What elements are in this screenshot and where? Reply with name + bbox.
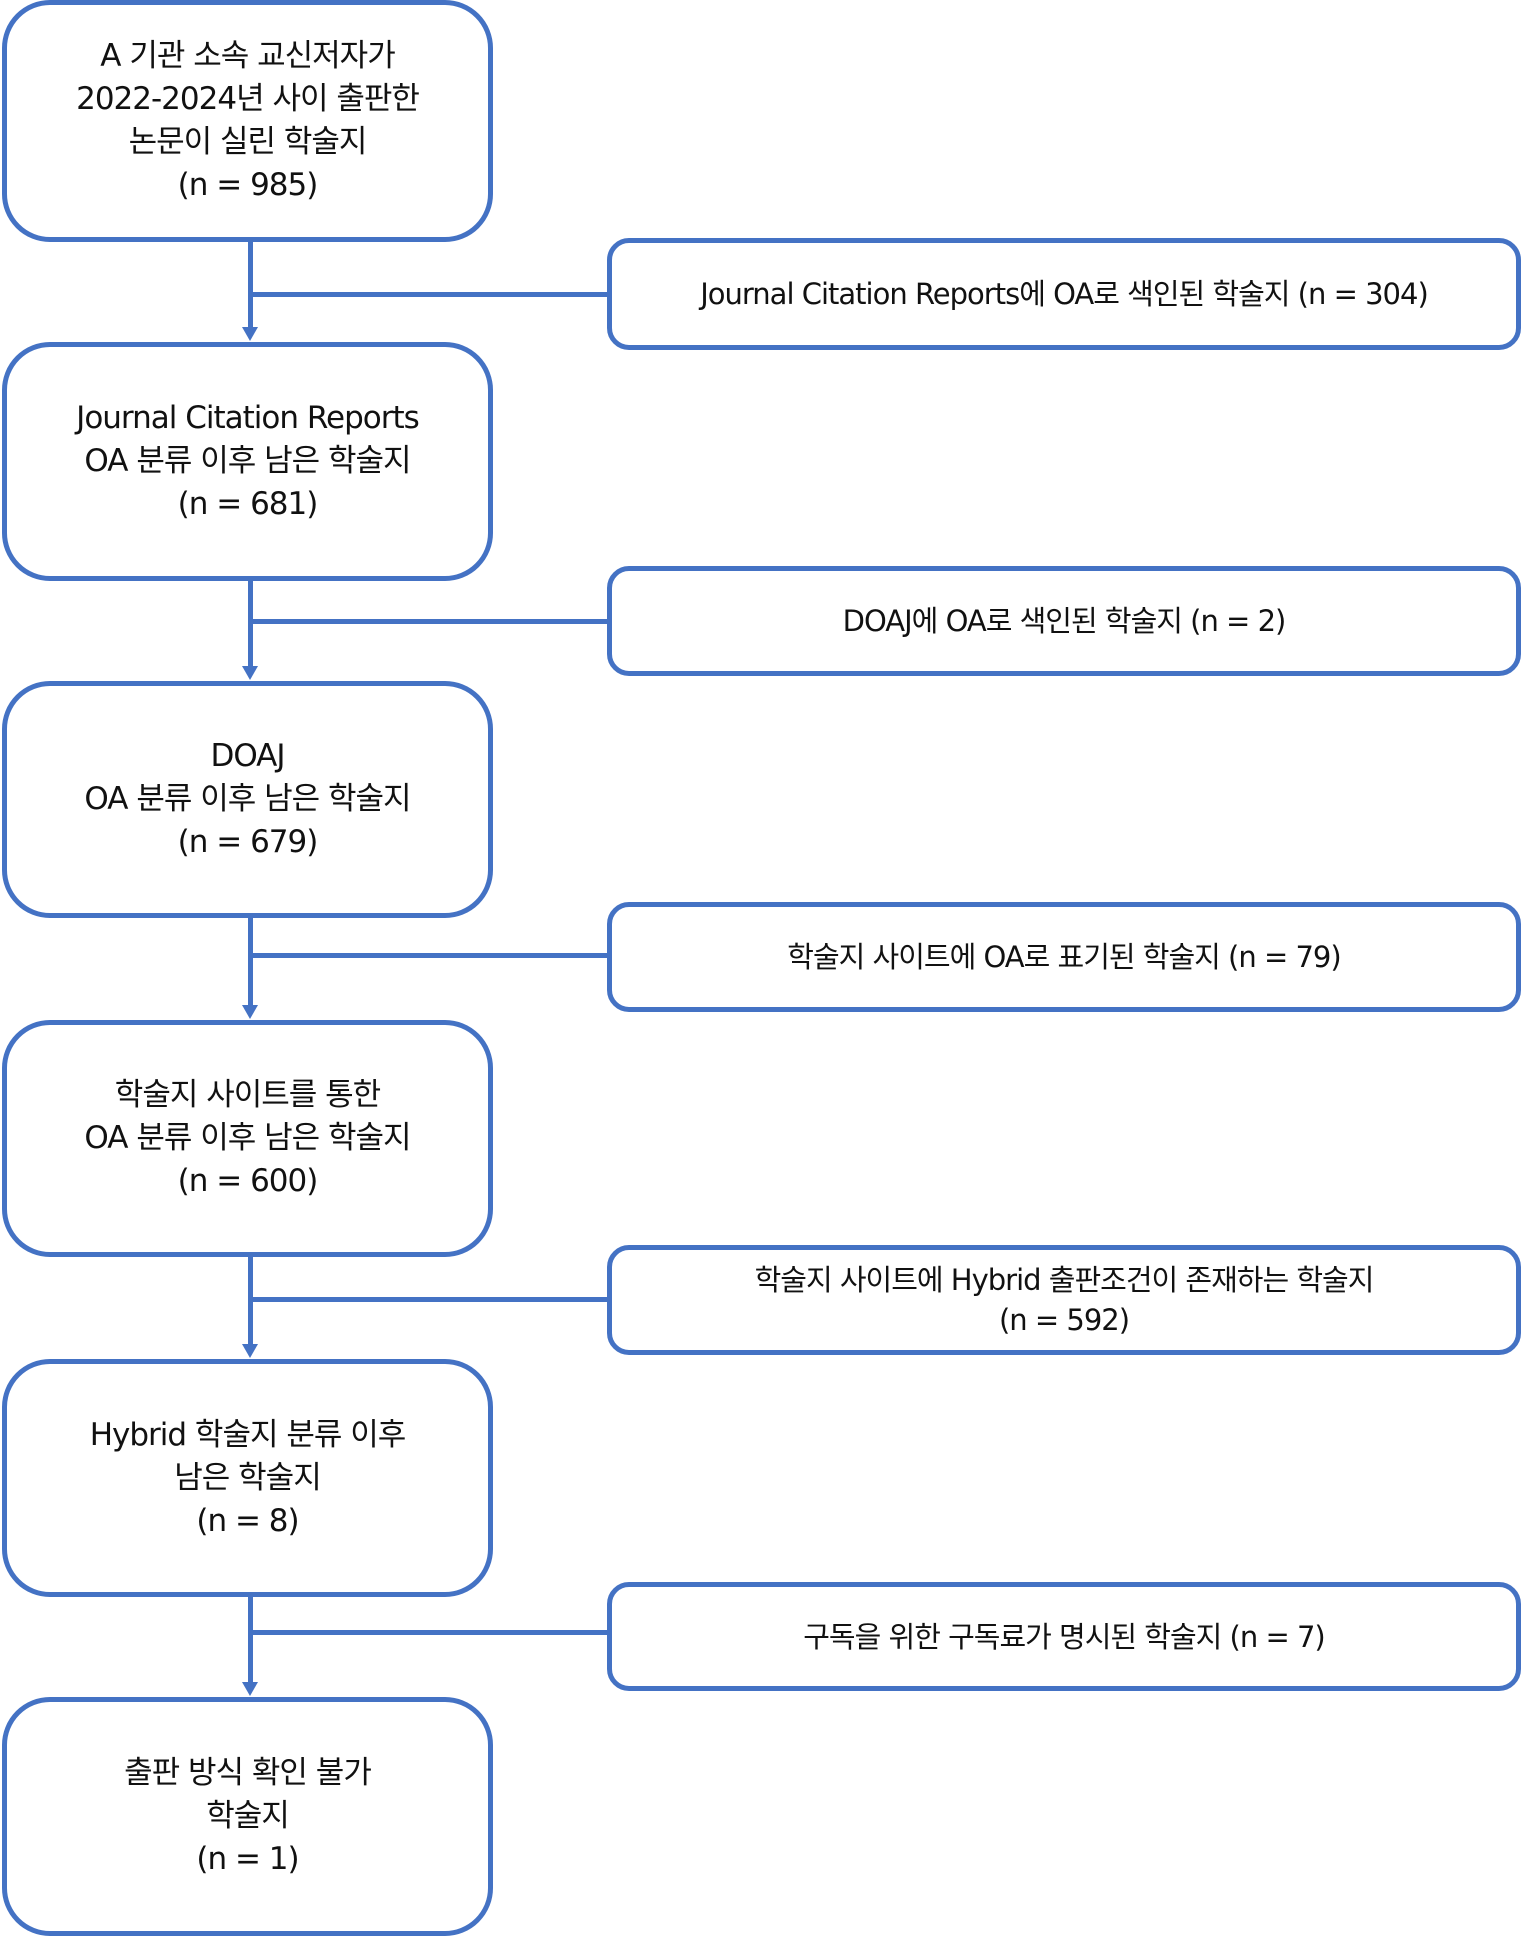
arrow-down-icon [242,1005,258,1019]
exclusion-text: DOAJ에 OA로 색인된 학술지 (n = 2) [842,604,1287,638]
step-text: Journal Citation Reports [76,400,420,436]
arrow-down-icon [242,327,258,341]
connector-vertical-3 [248,916,253,1006]
connector-horizontal-5 [248,1630,610,1635]
step-count: (n = 985) [177,167,319,203]
step-text: DOAJ [210,738,285,774]
connector-horizontal-4 [248,1297,610,1302]
connector-vertical-5 [248,1595,253,1683]
exclusion-text: 구독을 위한 구독료가 명시된 학술지 (n = 7) [803,1619,1325,1654]
step-text: 학술지 사이트를 통한 [114,1077,381,1113]
exclusion-box-jcr-oa: Journal Citation Reports에 OA로 색인된 학술지 (n… [607,238,1521,350]
arrow-down-icon [242,1344,258,1358]
step-count: (n = 679) [177,824,319,860]
step-box-after-hybrid: Hybrid 학술지 분류 이후 남은 학술지 (n = 8) [2,1359,493,1597]
step-box-after-jcr: Journal Citation Reports OA 분류 이후 남은 학술지… [2,342,493,581]
exclusion-text: 학술지 사이트에 Hybrid 출판조건이 존재하는 학술지 [754,1263,1375,1297]
exclusion-box-doaj-oa: DOAJ에 OA로 색인된 학술지 (n = 2) [607,566,1521,676]
step-count: (n = 600) [177,1163,319,1199]
step-text: Hybrid 학술지 분류 이후 [89,1416,407,1453]
exclusion-count: (n = 592) [998,1303,1130,1337]
step-box-after-doaj: DOAJ OA 분류 이후 남은 학술지 (n = 679) [2,681,493,918]
step-count: (n = 8) [196,1502,299,1539]
step-text: 2022-2024년 사이 출판한 [76,81,420,117]
arrow-down-icon [242,666,258,680]
arrow-down-icon [242,1682,258,1696]
step-text: 남은 학술지 [174,1459,321,1496]
step-text: 논문이 실린 학술지 [128,124,368,160]
step-count: (n = 681) [177,486,319,522]
exclusion-text: 학술지 사이트에 OA로 표기된 학술지 (n = 79) [787,940,1341,974]
exclusion-box-hybrid: 학술지 사이트에 Hybrid 출판조건이 존재하는 학술지 (n = 592) [607,1245,1521,1355]
exclusion-box-site-oa: 학술지 사이트에 OA로 표기된 학술지 (n = 79) [607,902,1521,1012]
step-text: 학술지 [206,1798,290,1834]
step-text: A 기관 소속 교신저자가 [100,38,395,74]
step-box-unidentified: 출판 방식 확인 불가 학술지 (n = 1) [2,1697,493,1936]
connector-horizontal-3 [248,953,610,958]
step-text: OA 분류 이후 남은 학술지 [84,781,411,817]
step-text: 출판 방식 확인 불가 [124,1755,372,1791]
step-box-initial-journals: A 기관 소속 교신저자가 2022-2024년 사이 출판한 논문이 실린 학… [2,0,493,242]
connector-horizontal-2 [248,619,610,624]
step-box-after-journal-site: 학술지 사이트를 통한 OA 분류 이후 남은 학술지 (n = 600) [2,1020,493,1257]
connector-horizontal-1 [248,292,610,297]
step-text: OA 분류 이후 남은 학술지 [84,443,411,479]
connector-vertical-1 [248,240,253,328]
exclusion-text: Journal Citation Reports에 OA로 색인된 학술지 (n… [700,277,1429,311]
step-text: OA 분류 이후 남은 학술지 [84,1120,411,1156]
step-count: (n = 1) [196,1841,299,1877]
exclusion-box-subscription: 구독을 위한 구독료가 명시된 학술지 (n = 7) [607,1582,1521,1691]
